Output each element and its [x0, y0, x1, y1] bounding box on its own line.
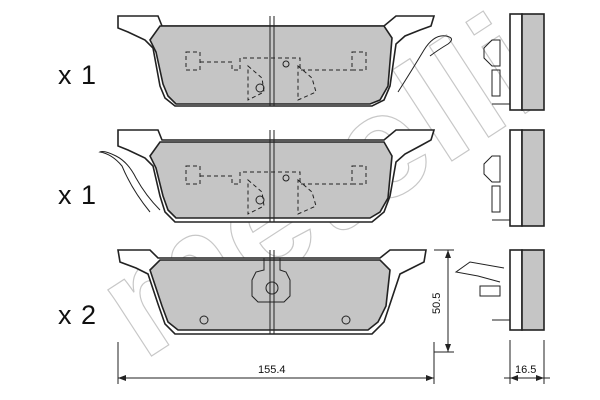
width-dimension — [117, 342, 435, 384]
thickness-dimension-label: 16.5 — [515, 364, 536, 376]
pad-2-front-view — [98, 129, 436, 223]
pad-3-side-view — [454, 249, 545, 331]
pad-3-quantity-label: x 2 — [58, 300, 98, 330]
thickness-dimension — [504, 340, 550, 384]
pad-1-front-view — [117, 15, 452, 107]
pad-2-quantity-label: x 1 — [58, 180, 98, 210]
height-dimension — [434, 249, 454, 353]
pad-1-quantity-label: x 1 — [58, 60, 98, 90]
pad-2-side-view — [483, 129, 545, 227]
width-dimension-label: 155.4 — [258, 364, 286, 376]
pad-1-side-view — [483, 13, 545, 111]
height-dimension-label: 50.5 — [431, 293, 443, 314]
pad-3-front-view — [117, 249, 427, 335]
